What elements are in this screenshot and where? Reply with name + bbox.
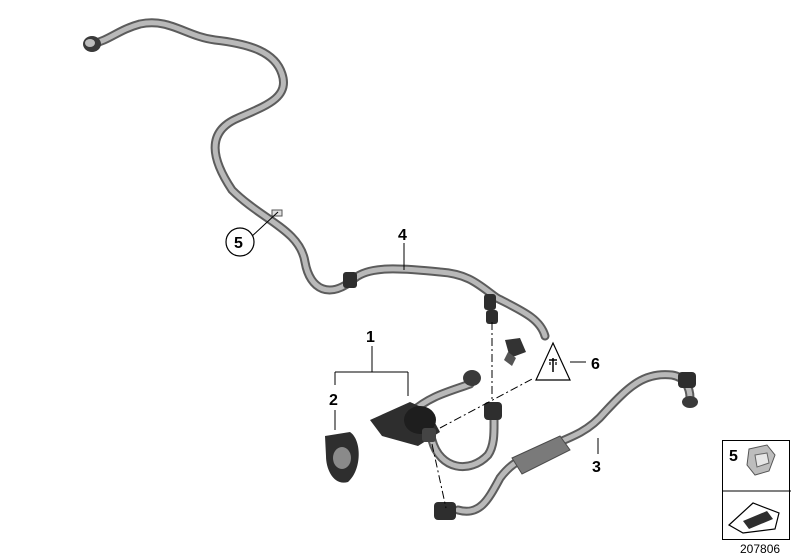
callout-2: 2 [329, 392, 338, 409]
arrow-icon [727, 502, 780, 534]
clip-icon [746, 444, 776, 476]
legend-graphic: 5 [723, 444, 791, 534]
dash-lines [431, 322, 535, 509]
callout-6: 6 [591, 356, 600, 373]
callout-3: 3 [592, 459, 601, 476]
hose-end-connector [678, 372, 698, 408]
hose-connector [343, 272, 357, 288]
electrical-connector-icon [535, 341, 571, 381]
callout-5: 5 [234, 235, 243, 252]
callout-lines [249, 211, 599, 454]
legend-item-number: 5 [729, 448, 738, 465]
hose-connector [484, 294, 496, 310]
bracket-2 [325, 432, 359, 483]
hose-4 [87, 18, 550, 341]
callout-5-circle: 5 [225, 227, 255, 257]
muffler [511, 435, 571, 475]
callout-4: 4 [398, 227, 407, 244]
callout-1: 1 [366, 329, 375, 346]
valve-assembly [370, 370, 502, 472]
elbow-connector [486, 310, 526, 366]
reference-number: 207806 [740, 542, 781, 556]
hose-end-connector [434, 502, 456, 520]
hose-end-connector [83, 36, 101, 52]
legend-box: 5 [722, 440, 791, 540]
hose-3 [434, 370, 698, 520]
